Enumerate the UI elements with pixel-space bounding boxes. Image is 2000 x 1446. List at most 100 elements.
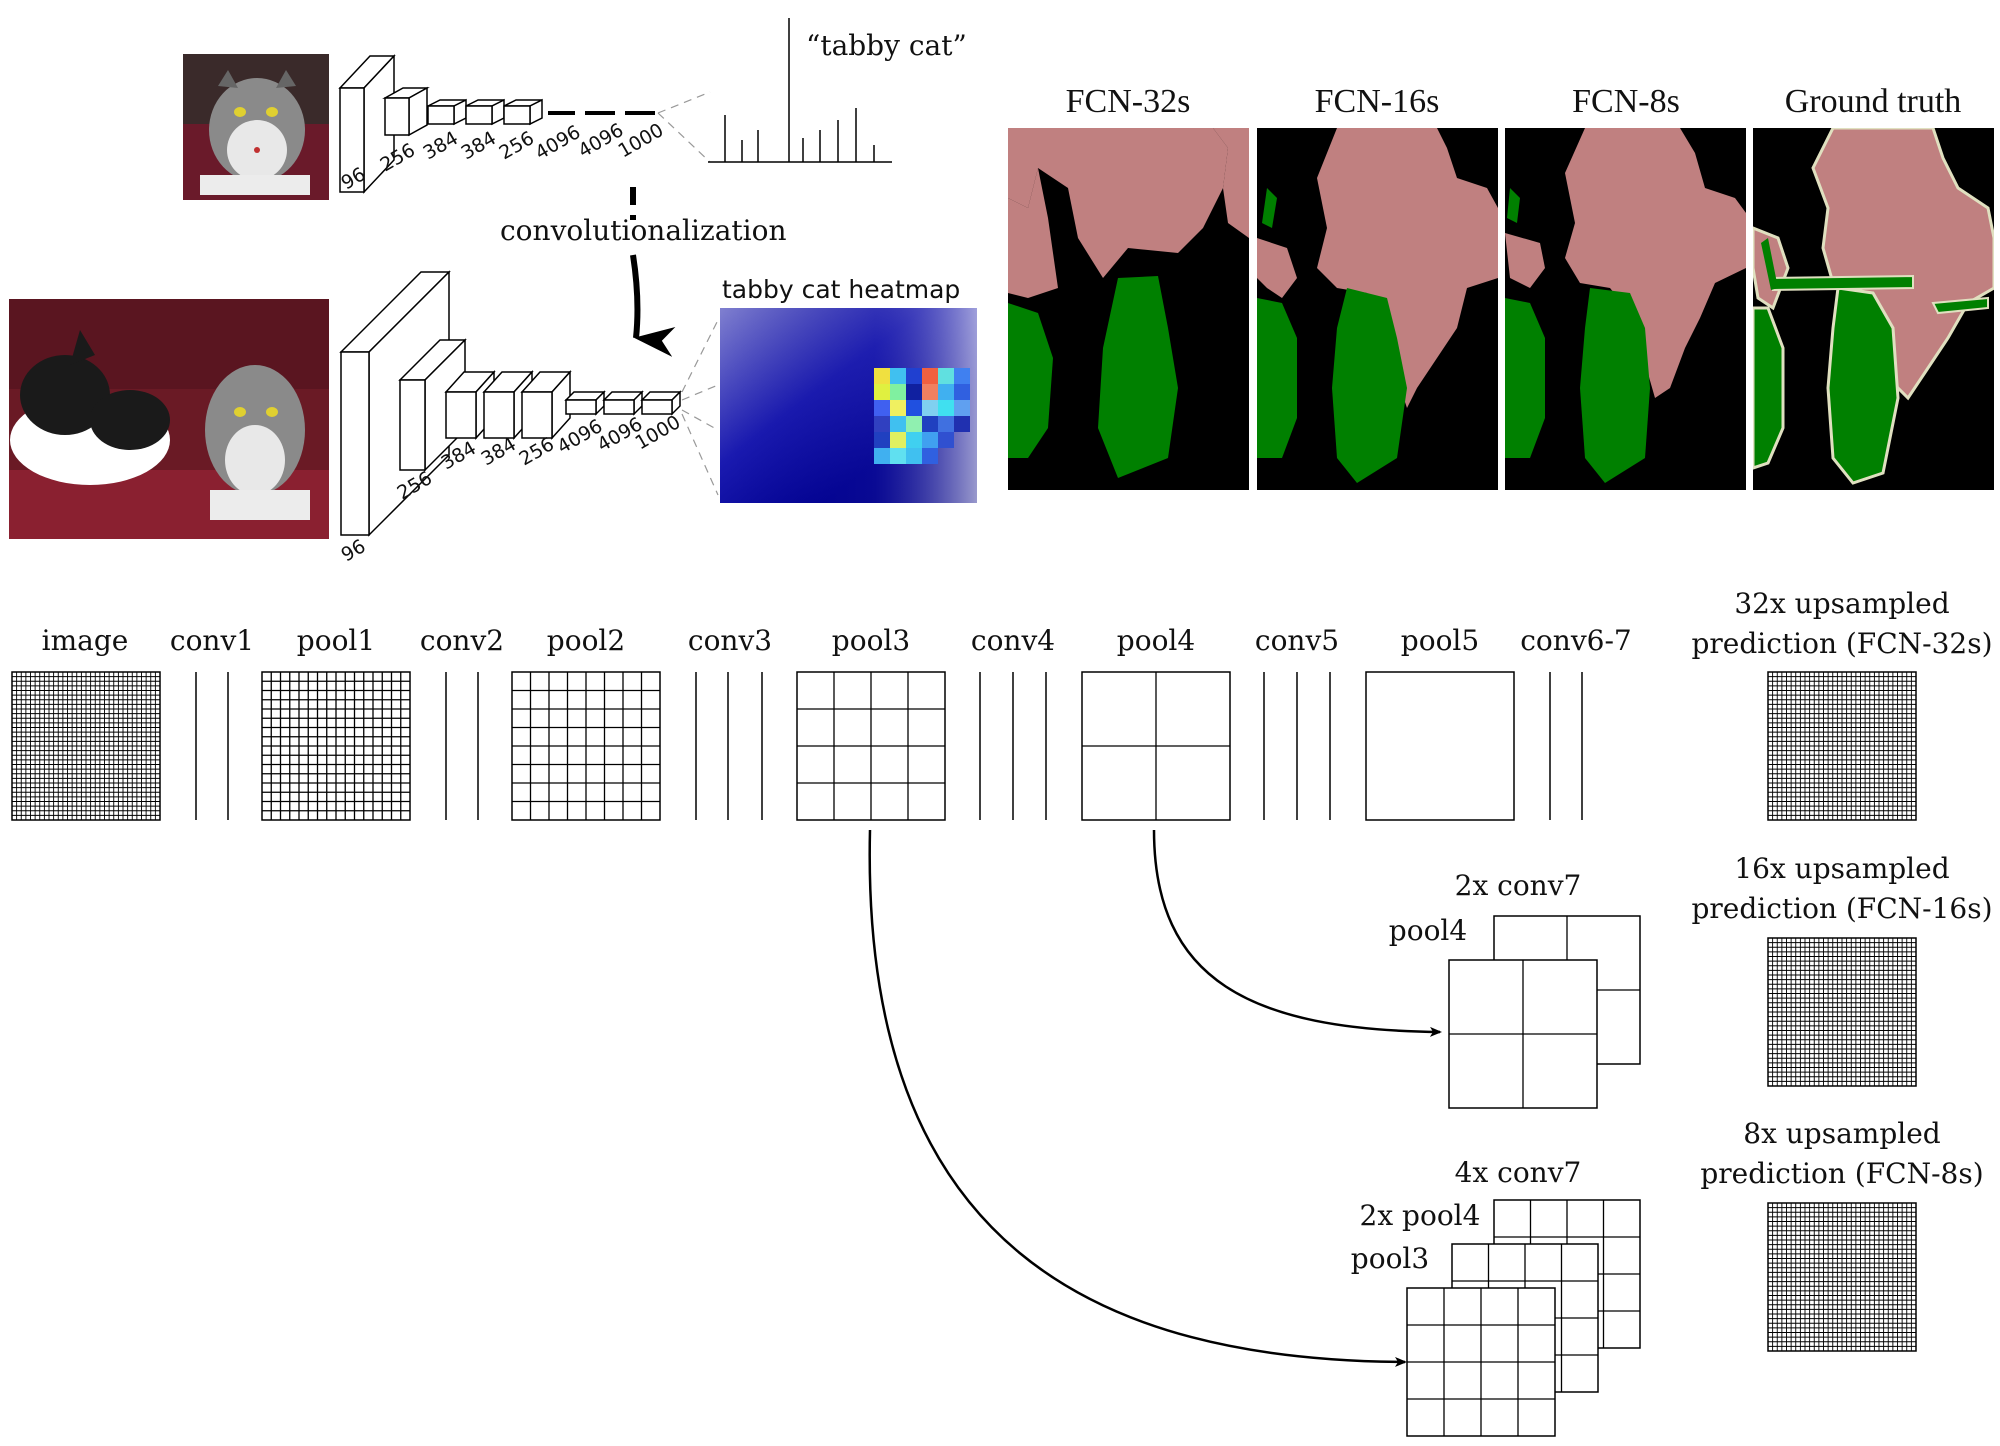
- feature-map-grids: [11, 671, 1917, 1437]
- heatmap-cell: [874, 384, 890, 400]
- size-label: 384: [458, 127, 500, 164]
- stage-label-pool1: pool1: [297, 624, 375, 657]
- arrow-label: convolutionalization: [500, 214, 786, 247]
- stage-label-pool4: pool4: [1117, 624, 1195, 657]
- size-label: 96: [338, 535, 370, 566]
- pred16-line1: 16x upsampled: [1734, 852, 1949, 885]
- fuse16-top-label: 2x conv7: [1455, 869, 1582, 902]
- ground-truth-mask: [1753, 128, 1994, 490]
- heatmap-cell: [922, 448, 938, 464]
- heatmap-cell: [954, 400, 970, 416]
- size-label: 1000: [615, 119, 668, 162]
- heatmap-cell: [938, 400, 954, 416]
- cat-photo: [183, 54, 329, 200]
- fcn-network: 96 256 384 384 256 4096 4096 1000 tabby …: [9, 270, 977, 566]
- pool4-grid: [1081, 671, 1231, 821]
- heatmap-cell: [874, 416, 890, 432]
- stage-label-pool3: pool3: [832, 624, 910, 657]
- heatmap-cell: [938, 368, 954, 384]
- pool2-grid: [511, 671, 661, 821]
- heatmap-cell: [906, 368, 922, 384]
- heatmap-cell: [906, 448, 922, 464]
- fcn8s-mask: [1505, 128, 1746, 490]
- heatmap-cell: [906, 432, 922, 448]
- class-label: “tabby cat”: [806, 29, 967, 62]
- pred16-line2: prediction (FCN-16s): [1691, 892, 1992, 925]
- size-label: 384: [420, 127, 462, 164]
- fuse-labels: 2x conv7 pool4 4x conv7 2x pool4 pool3: [1351, 869, 1582, 1275]
- fcn16s-mask: [1257, 128, 1498, 490]
- heatmap-cells: [874, 368, 970, 464]
- stage-label-conv4: conv4: [971, 624, 1055, 657]
- heatmap-cell: [906, 400, 922, 416]
- stage-label-pool5: pool5: [1401, 624, 1479, 657]
- fuse16-front-label: pool4: [1389, 914, 1467, 947]
- fcn16s-prediction-grid: [1767, 937, 1917, 1087]
- fuse8-front-label: pool3: [1351, 1242, 1429, 1275]
- fcn32s-prediction-grid: [1767, 671, 1917, 821]
- fcn8s-prediction-grid: [1767, 1202, 1917, 1352]
- convolutionalization-arrow: convolutionalization: [500, 187, 786, 357]
- size-label: 1000: [632, 411, 685, 454]
- heatmap-cell: [890, 384, 906, 400]
- stage-label-conv3: conv3: [688, 624, 772, 657]
- heatmap-cell: [890, 448, 906, 464]
- heatmap-cell: [922, 400, 938, 416]
- image-grid: [11, 671, 161, 821]
- heatmap: [720, 308, 977, 503]
- stage-label-conv1: conv1: [170, 624, 254, 657]
- prediction-labels: 32x upsampled prediction (FCN-32s) 16x u…: [1691, 587, 1992, 1190]
- heatmap-cell: [890, 400, 906, 416]
- fuse8-mid-label: 2x pool4: [1360, 1199, 1481, 1232]
- heatmap-cell: [890, 432, 906, 448]
- pool3-grid: [796, 671, 946, 821]
- stage-label-image: image: [42, 624, 129, 657]
- projection-lines: [657, 91, 711, 163]
- heatmap-cell: [938, 384, 954, 400]
- heatmap-projection-lines: [681, 319, 719, 496]
- pred8-line1: 8x upsampled: [1743, 1117, 1941, 1150]
- fuse8-top-label: 4x conv7: [1455, 1156, 1582, 1189]
- heatmap-cell: [922, 432, 938, 448]
- heatmap-cell: [874, 448, 890, 464]
- classifier-network: 96 256 384 384 256 4096 4096 1000 “: [183, 18, 967, 200]
- stage-label-pool2: pool2: [547, 624, 625, 657]
- classifier-layers: [338, 54, 543, 194]
- pool3-skip-arrow: [868, 829, 1407, 1367]
- heatmap-cell: [938, 416, 954, 432]
- heatmap-cell: [906, 416, 922, 432]
- fcn-layers: [339, 270, 682, 537]
- pred32-line1: 32x upsampled: [1734, 587, 1949, 620]
- heatmap-cell: [922, 416, 938, 432]
- stage-labels: image conv1 pool1 conv2 pool2 conv3 pool…: [42, 624, 1632, 657]
- pool1-grid: [261, 671, 411, 821]
- heatmap-cell: [922, 368, 938, 384]
- fuse16-pool4-grid: [1448, 959, 1598, 1109]
- heatmap-cell: [922, 384, 938, 400]
- cat-dog-photo: [9, 299, 329, 539]
- pred32-line2: prediction (FCN-32s): [1691, 627, 1992, 660]
- stage-label-conv2: conv2: [420, 624, 504, 657]
- heatmap-cell: [954, 416, 970, 432]
- pool4-skip-arrow: [1152, 829, 1442, 1037]
- heatmap-cell: [906, 384, 922, 400]
- pipeline: image conv1 pool1 conv2 pool2 conv3 pool…: [11, 587, 1993, 1437]
- pred8-line2: prediction (FCN-8s): [1700, 1157, 1983, 1190]
- pool5-grid: [1365, 671, 1515, 821]
- header-fcn32s: FCN-32s: [1066, 83, 1191, 120]
- fuse8-pool3-grid: [1406, 1287, 1556, 1437]
- conv-layer-lines: [195, 672, 1583, 820]
- heatmap-cell: [874, 400, 890, 416]
- heatmap-cell: [890, 416, 906, 432]
- header-ground-truth: Ground truth: [1785, 83, 1962, 120]
- heatmap-cell: [954, 384, 970, 400]
- header-fcn8s: FCN-8s: [1572, 83, 1680, 120]
- heatmap-cell: [890, 368, 906, 384]
- heatmap-cell: [954, 368, 970, 384]
- header-fcn16s: FCN-16s: [1315, 83, 1440, 120]
- class-score-histogram: [708, 18, 892, 163]
- stage-label-conv5: conv5: [1255, 624, 1339, 657]
- heatmap-cell: [874, 368, 890, 384]
- stage-label-conv6-7: conv6-7: [1520, 624, 1631, 657]
